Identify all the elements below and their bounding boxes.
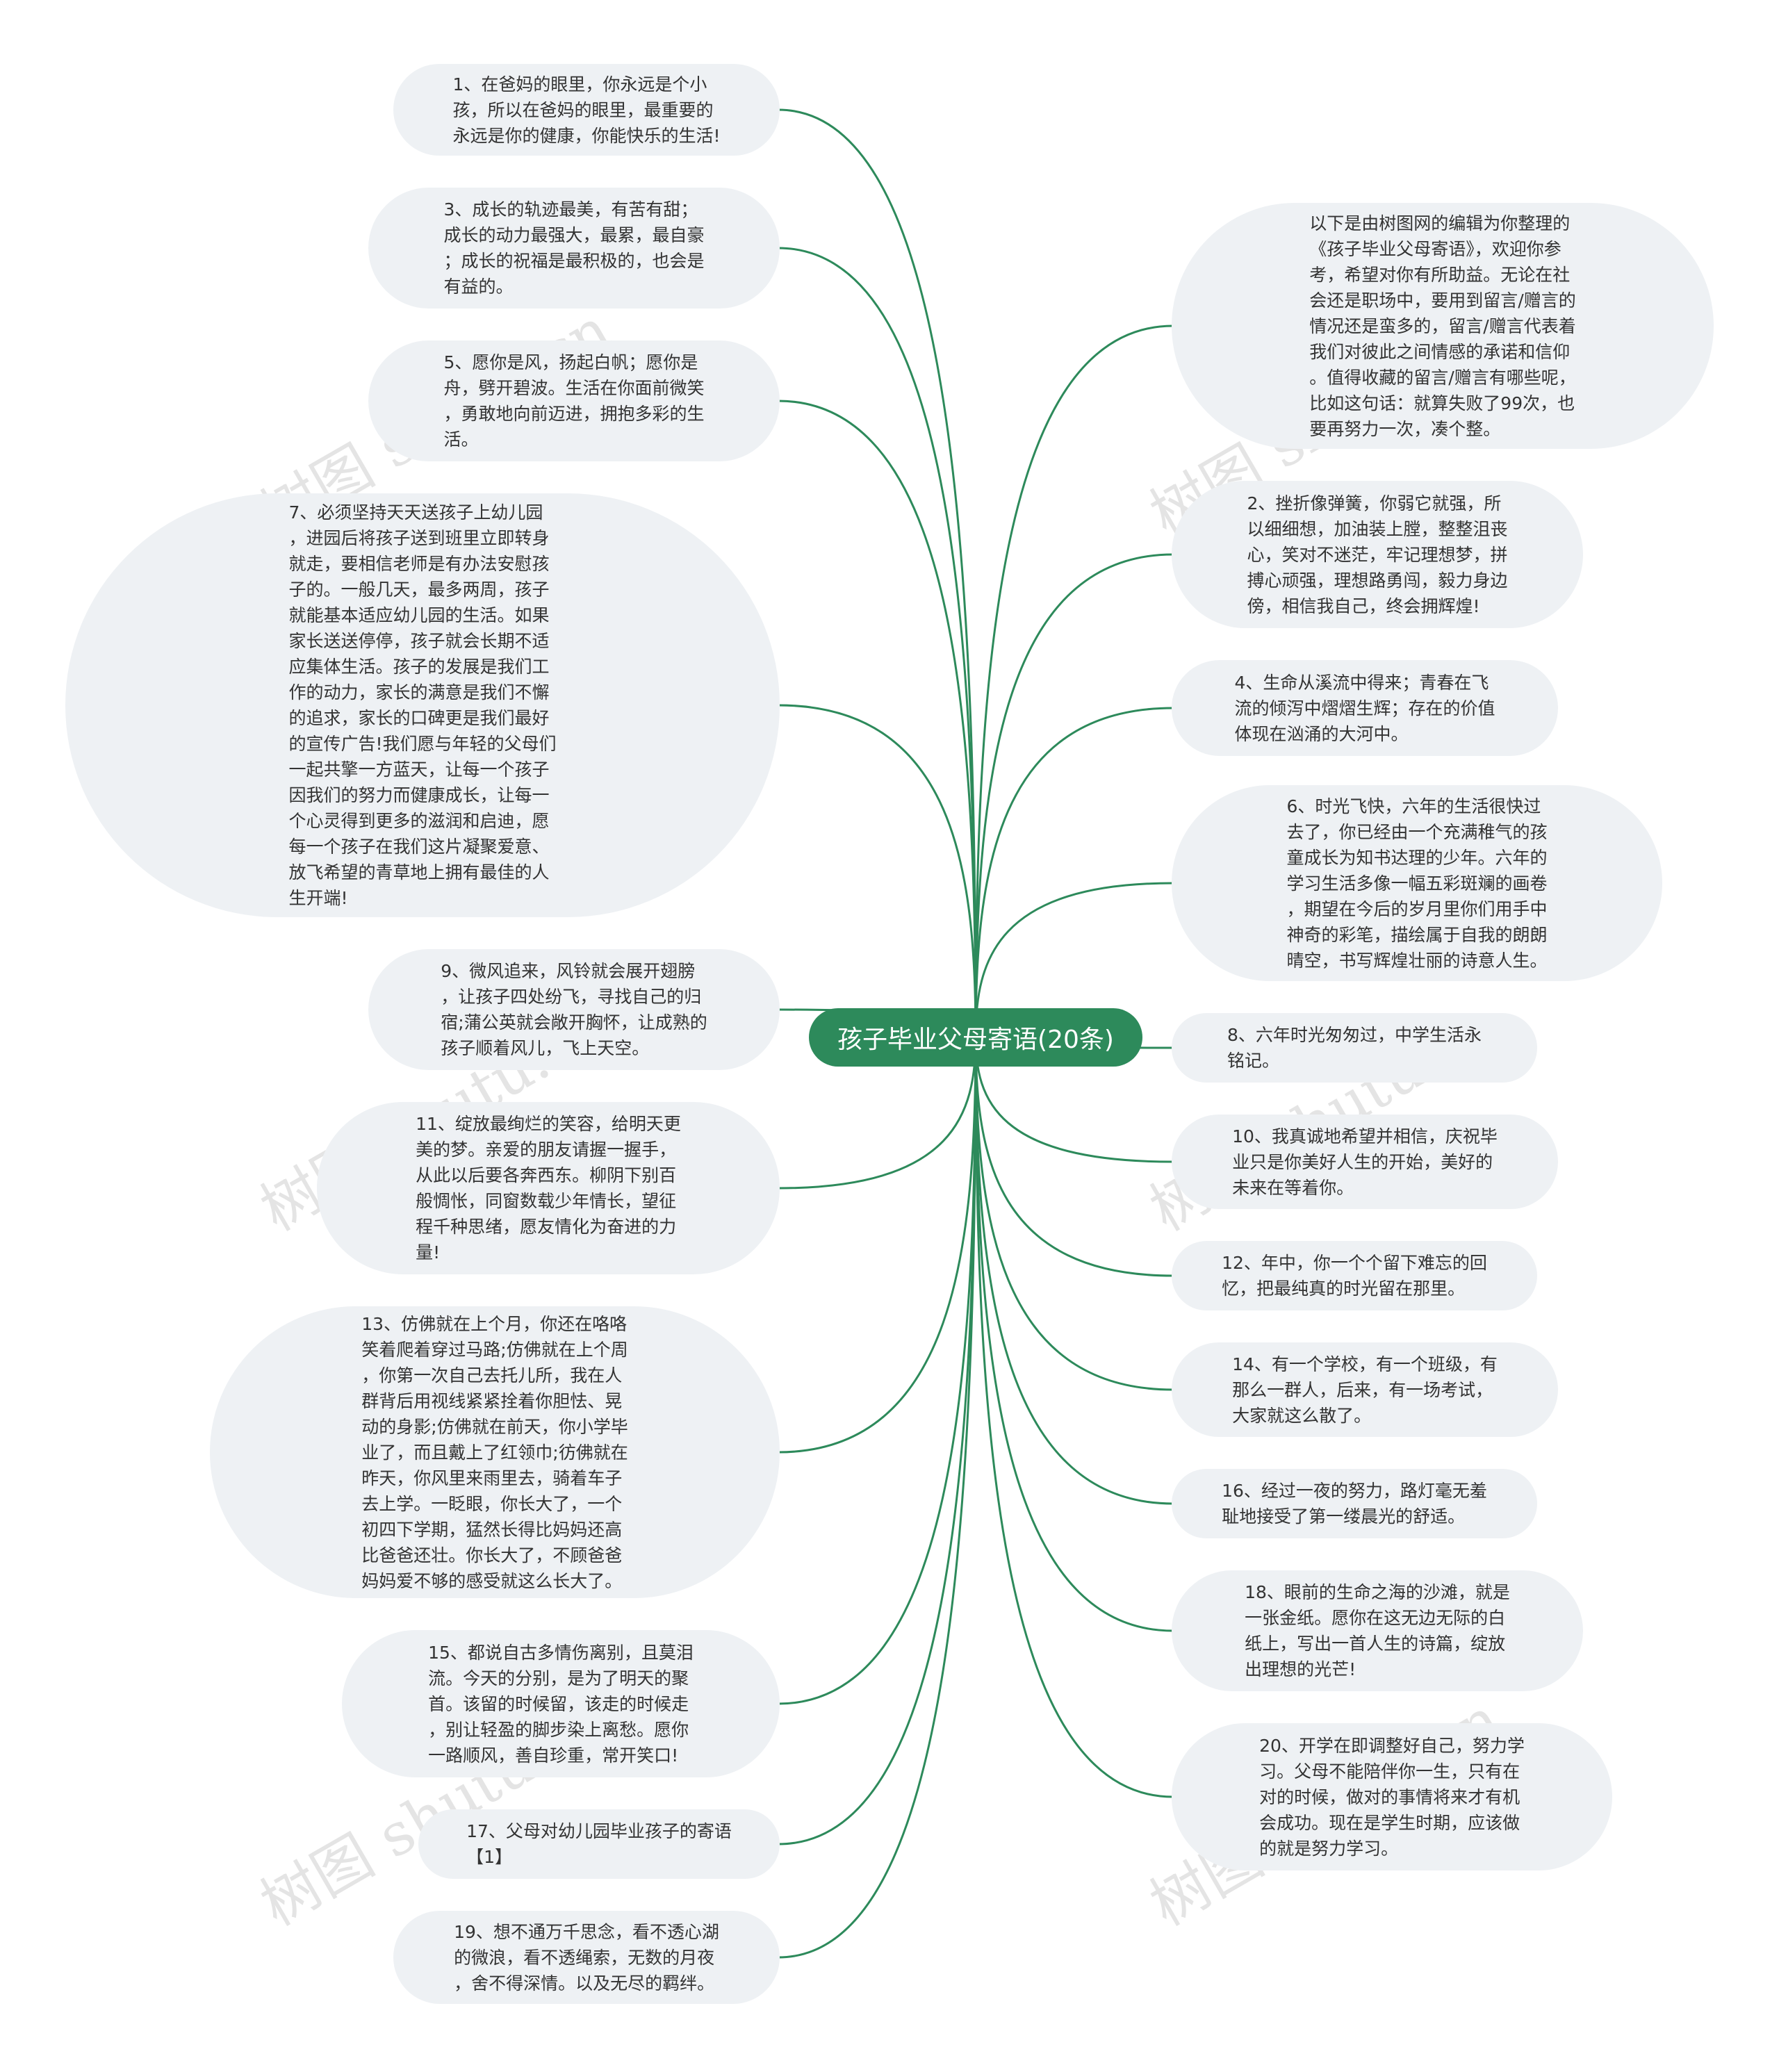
topic-node-18[interactable]: 18、眼前的生命之海的沙滩，就是 一张金纸。愿你在这无边无际的白 纸上，写出一首… xyxy=(1172,1570,1583,1691)
topic-node-20[interactable]: 20、开学在即调整好自己，努力学 习。父母不能陪伴你一生，只有在 对的时候，做对… xyxy=(1172,1723,1612,1870)
connector-line xyxy=(778,108,977,1038)
topic-node-text: 4、生命从溪流中得来；青春在飞 流的倾泻中熠熠生辉；存在的价值 体现在汹涌的大河… xyxy=(1234,672,1495,744)
topic-node-text: 5、愿你是风，扬起白帆；愿你是 舟，劈开碧波。生活在你面前微笑 ，勇敢地向前迈进… xyxy=(443,352,705,450)
topic-node-text: 12、年中，你一个个留下难忘的回 忆，把最纯真的时光留在那里。 xyxy=(1222,1253,1487,1299)
connector-line xyxy=(974,324,1174,1038)
topic-node-text: 9、微风追来，风铃就会展开翅膀 ，让孩子四处纷飞，寻找自己的归 宿;蒲公英就会敞… xyxy=(441,961,707,1058)
root-topic-label: 孩子毕业父母寄语(20条) xyxy=(837,1026,1114,1054)
topic-node-text: 14、有一个学校，有一个班级，有 那么一群人，后来，有一场考试， 大家就这么散了… xyxy=(1232,1354,1498,1426)
topic-node-19[interactable]: 19、想不通万千思念，看不透心湖 的微浪，看不透绳索，无数的月夜 ，舍不得深情。… xyxy=(393,1911,780,2004)
topic-node-text: 6、时光飞快，六年的生活很快过 去了，你已经由一个充满稚气的孩 童成长为知书达理… xyxy=(1286,796,1548,971)
topic-node-7[interactable]: 7、必须坚持天天送孩子上幼儿园 ，进园后将孩子送到班里立即转身 就走，要相信老师… xyxy=(65,493,780,917)
topic-node-10[interactable]: 10、我真诚地希望并相信，庆祝毕 业只是你美好人生的开始，美好的 未来在等着你。 xyxy=(1172,1115,1558,1209)
connector-line xyxy=(778,1037,977,1959)
topic-node-text: 18、眼前的生命之海的沙滩，就是 一张金纸。愿你在这无边无际的白 纸上，写出一首… xyxy=(1245,1582,1510,1679)
topic-node-1[interactable]: 1、在爸妈的眼里，你永远是个小 孩，所以在爸妈的眼里，最重要的 永远是你的健康，… xyxy=(393,64,780,156)
topic-node-15[interactable]: 15、都说自古多情伤离别，且莫泪 流。今天的分别，是为了明天的聚 首。该留的时候… xyxy=(342,1630,780,1777)
connector-line xyxy=(778,1037,977,1454)
connector-line xyxy=(778,704,977,1038)
topic-node-text: 以下是由树图网的编辑为你整理的 《孩子毕业父母寄语》，欢迎你参 考，希望对你有所… xyxy=(1309,213,1576,439)
topic-node-text: 11、绽放最绚烂的笑容，给明天更 美的梦。亲爱的朋友请握一握手， 从此以后要各奔… xyxy=(416,1114,681,1263)
topic-node-6[interactable]: 6、时光飞快，六年的生活很快过 去了，你已经由一个充满稚气的孩 童成长为知书达理… xyxy=(1172,785,1662,981)
connector-line xyxy=(974,707,1174,1038)
root-topic[interactable]: 孩子毕业父母寄语(20条) xyxy=(809,1008,1142,1067)
connector-line xyxy=(778,1037,977,1190)
topic-node-text: 3、成长的轨迹最美，有苦有甜； 成长的动力最强大，最累，最自豪 ；成长的祝福是最… xyxy=(443,199,705,297)
topic-node-text: 20、开学在即调整好自己，努力学 习。父母不能陪伴你一生，只有在 对的时候，做对… xyxy=(1259,1735,1525,1859)
topic-node-text: 19、想不通万千思念，看不透心湖 的微浪，看不透绳索，无数的月夜 ，舍不得深情。… xyxy=(454,1921,719,1993)
topic-node-text: 15、都说自古多情伤离别，且莫泪 流。今天的分别，是为了明天的聚 首。该留的时候… xyxy=(428,1642,694,1766)
topic-node-4[interactable]: 4、生命从溪流中得来；青春在飞 流的倾泻中熠熠生辉；存在的价值 体现在汹涌的大河… xyxy=(1172,660,1558,756)
topic-node-9[interactable]: 9、微风追来，风铃就会展开翅膀 ，让孩子四处纷飞，寻找自己的归 宿;蒲公英就会敞… xyxy=(368,949,780,1070)
connector-line xyxy=(778,400,977,1038)
connector-line xyxy=(974,882,1174,1038)
connector-line xyxy=(778,247,977,1038)
topic-node-text: 10、我真诚地希望并相信，庆祝毕 业只是你美好人生的开始，美好的 未来在等着你。 xyxy=(1232,1126,1498,1198)
topic-node-text: 13、仿佛就在上个月，你还在咯咯 笑着爬着穿过马路;仿佛就在上个周 ，你第一次自… xyxy=(361,1313,628,1591)
topic-node-5[interactable]: 5、愿你是风，扬起白帆；愿你是 舟，劈开碧波。生活在你面前微笑 ，勇敢地向前迈进… xyxy=(368,340,780,461)
topic-node-16[interactable]: 16、经过一夜的努力，路灯毫无羞 耻地接受了第一缕晨光的舒适。 xyxy=(1172,1469,1537,1538)
topic-node-3[interactable]: 3、成长的轨迹最美，有苦有甜； 成长的动力最强大，最累，最自豪 ；成长的祝福是最… xyxy=(368,188,780,309)
topic-node-text: 1、在爸妈的眼里，你永远是个小 孩，所以在爸妈的眼里，最重要的 永远是你的健康，… xyxy=(452,74,721,146)
topic-node-8[interactable]: 8、六年时光匆匆过，中学生活永 铭记。 xyxy=(1172,1013,1537,1083)
connector-line xyxy=(974,1037,1174,1798)
connector-line xyxy=(974,1037,1174,1277)
topic-node-text: 7、必须坚持天天送孩子上幼儿园 ，进园后将孩子送到班里立即转身 就走，要相信老师… xyxy=(288,502,557,908)
topic-node-14[interactable]: 14、有一个学校，有一个班级，有 那么一群人，后来，有一场考试， 大家就这么散了… xyxy=(1172,1342,1558,1437)
topic-node-17[interactable]: 17、父母对幼儿园毕业孩子的寄语 【1】 xyxy=(418,1809,780,1879)
topic-node-11[interactable]: 11、绽放最绚烂的笑容，给明天更 美的梦。亲爱的朋友请握一握手， 从此以后要各奔… xyxy=(317,1102,780,1274)
topic-node-text: 17、父母对幼儿园毕业孩子的寄语 【1】 xyxy=(466,1821,732,1867)
topic-node-12[interactable]: 12、年中，你一个个留下难忘的回 忆，把最纯真的时光留在那里。 xyxy=(1172,1241,1537,1310)
topic-node-text: 2、挫折像弹簧，你弱它就强，所 以细细想，加油装上膛，整整沮丧 心，笑对不迷茫，… xyxy=(1247,493,1508,616)
topic-node-text: 8、六年时光匆匆过，中学生活永 铭记。 xyxy=(1227,1025,1482,1071)
topic-node-2[interactable]: 2、挫折像弹簧，你弱它就强，所 以细细想，加油装上膛，整整沮丧 心，笑对不迷茫，… xyxy=(1172,481,1583,628)
topic-node-13[interactable]: 13、仿佛就在上个月，你还在咯咯 笑着爬着穿过马路;仿佛就在上个周 ，你第一次自… xyxy=(210,1306,780,1598)
intro-node[interactable]: 以下是由树图网的编辑为你整理的 《孩子毕业父母寄语》，欢迎你参 考，希望对你有所… xyxy=(1172,203,1714,449)
topic-node-text: 16、经过一夜的努力，路灯毫无羞 耻地接受了第一缕晨光的舒适。 xyxy=(1222,1481,1487,1527)
connector-line xyxy=(974,553,1174,1038)
connector-line xyxy=(974,1037,1174,1391)
connector-line xyxy=(778,1037,977,1845)
